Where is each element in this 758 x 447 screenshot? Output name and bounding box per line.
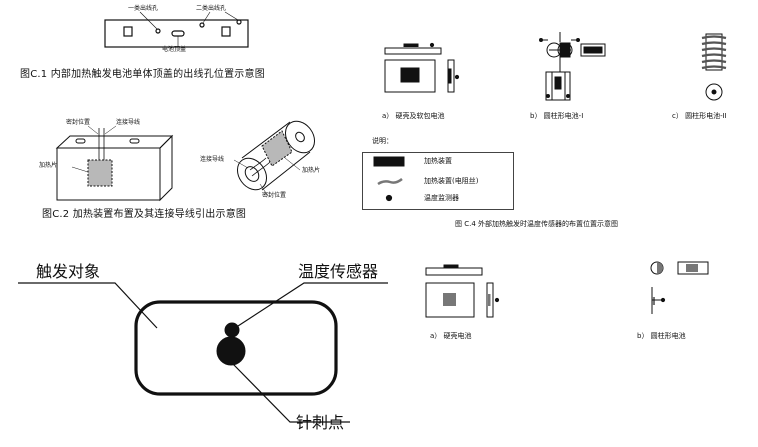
label-needle-point: 针刺点 (296, 413, 345, 432)
label-heater: 加热片 (39, 162, 58, 169)
legend-symbols (373, 156, 405, 202)
label-target: 触发对象 (36, 262, 101, 281)
c4-sub-b: b） 圆柱形电池-I (530, 112, 584, 120)
legend-heater-icon (373, 156, 405, 167)
fig-external-hard-shell (425, 264, 500, 318)
label-seal: 密封位置 (66, 119, 91, 126)
fig-c2-cylindrical-cell (233, 120, 316, 197)
label-wire-cyl: 连接导线 (200, 156, 225, 163)
fig-external-cylindrical (650, 261, 709, 314)
fig-c2-prismatic-cell (55, 125, 174, 202)
legend-heater-wire-label: 加热装置(电阻丝) (424, 177, 479, 185)
caption-c1: 图C.1 内部加热触发电池单体顶盖的出线孔位置示意图 (20, 69, 265, 80)
fig-c4a-hard-pouch (384, 42, 460, 93)
label-hole-type1: 一类出线孔 (128, 5, 159, 12)
legend-title: 说明： (372, 137, 393, 145)
legend-sensor-icon (385, 194, 393, 202)
fig-c4c-cylindrical-2 (701, 33, 727, 101)
legend-sensor-label: 温度监测器 (424, 194, 459, 202)
ext-sub-b: b） 圆柱形电池 (637, 332, 686, 340)
label-hole-type2: 二类出线孔 (196, 5, 227, 12)
fig-c1-top-cover (104, 11, 249, 48)
ext-sub-a: a） 硬壳电池 (430, 332, 472, 340)
label-temp-sensor: 温度传感器 (298, 262, 379, 281)
c4-sub-c: c） 圆柱形电池-II (672, 112, 727, 120)
fig-c4b-cylindrical-1 (539, 32, 606, 101)
legend-heater-label: 加热装置 (424, 157, 452, 165)
label-seal-cyl: 密封位置 (262, 192, 287, 199)
legend-heater-wire-icon (377, 178, 403, 186)
label-wire: 连接导线 (116, 119, 141, 126)
label-top-cover: 电池顶盖 (162, 46, 187, 53)
caption-c4: 图 C.4 外部加热触发时温度传感器的布置位置示意图 (455, 220, 619, 228)
c4-sub-a: a） 硬壳及软包电池 (382, 112, 445, 120)
label-heater-cyl: 加热片 (302, 167, 321, 174)
fig-trigger-object (18, 282, 388, 423)
caption-c2: 图C.2 加热装置布置及其连接导线引出示意图 (42, 209, 247, 220)
legend-box (362, 152, 514, 210)
